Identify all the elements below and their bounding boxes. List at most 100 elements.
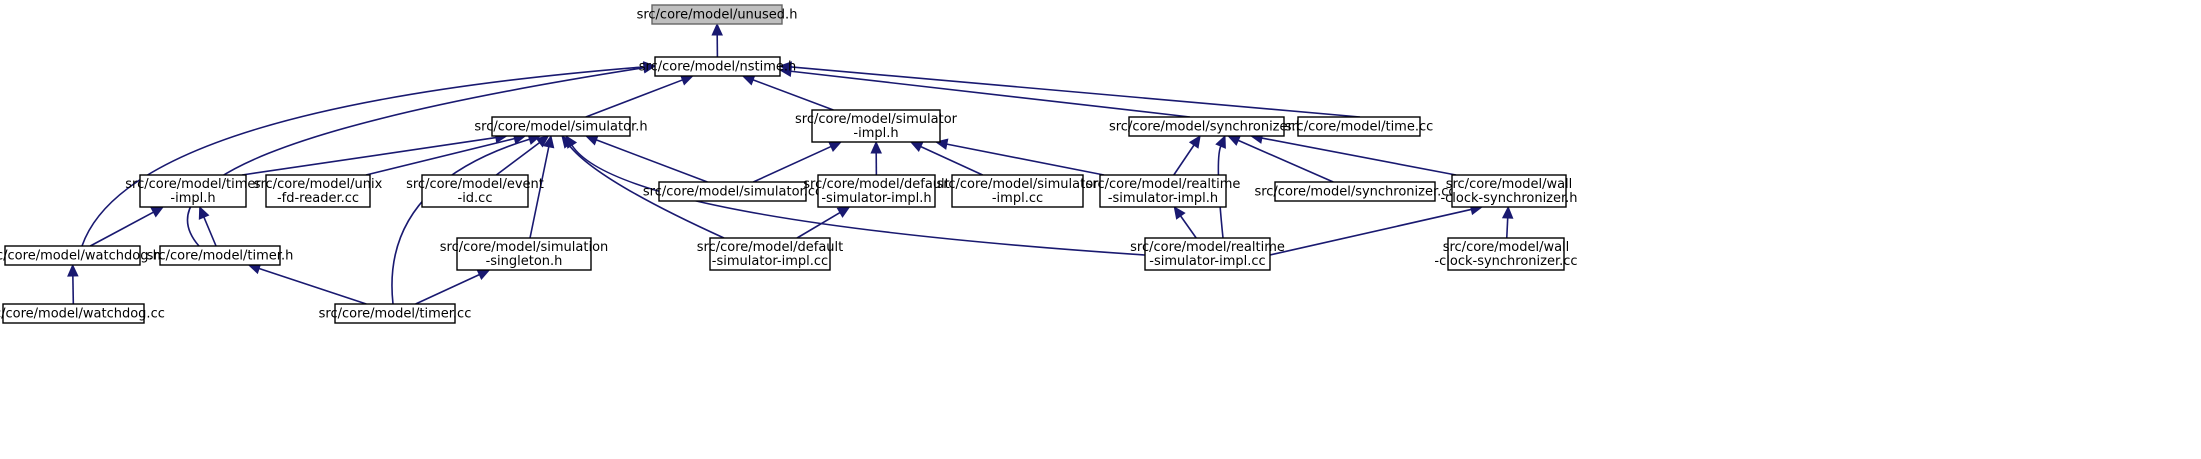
arrowhead <box>1501 205 1514 219</box>
node-label: -impl.h <box>170 191 215 206</box>
arrowhead <box>535 135 550 148</box>
node-label: src/core/model/watchdog.h <box>0 249 161 264</box>
node-label: src/core/model/simulator.h <box>474 120 647 135</box>
arrowhead <box>543 134 555 149</box>
edge-line <box>203 216 217 247</box>
edge-timer_h-to-timer_impl_h <box>198 205 217 247</box>
edge-simulator_impl_h-to-nstime <box>741 74 834 111</box>
node-box <box>334 303 456 324</box>
node-box <box>1274 181 1436 202</box>
node-simulator_impl_h[interactable]: src/core/model/simulator-impl.h <box>795 109 958 143</box>
node-box <box>951 174 1084 208</box>
node-timer_cc[interactable]: src/core/model/timer.cc <box>319 303 472 324</box>
edge-line <box>752 145 832 183</box>
node-label: src/core/model/time.cc <box>1285 120 1434 135</box>
arrowhead <box>870 140 882 154</box>
node-box <box>658 181 807 202</box>
node-nstime[interactable]: src/core/model/nstime.h <box>639 56 797 77</box>
node-box <box>1144 237 1271 271</box>
node-label: src/core/model/wall <box>1446 177 1573 192</box>
edge-line <box>391 138 530 305</box>
arrowhead <box>642 62 657 74</box>
edge-line <box>571 144 1146 256</box>
node-label: -singleton.h <box>486 254 563 269</box>
node-box <box>817 174 936 208</box>
node-box <box>651 4 783 25</box>
node-label: src/core/model/default <box>803 177 950 192</box>
node-label: src/core/model/timer.cc <box>319 307 472 322</box>
node-label: -clock-synchronizer.cc <box>1434 254 1577 269</box>
node-box <box>1297 116 1421 137</box>
node-label: src/core/model/timer <box>125 177 261 192</box>
node-box <box>265 174 371 208</box>
arrowhead <box>1173 206 1186 220</box>
edge-simulator_impl_cc-to-simulator_impl_h <box>909 141 984 176</box>
node-simulator_cc[interactable]: src/core/model/simulator.cc <box>643 181 822 202</box>
node-timer_impl_h[interactable]: src/core/model/timer-impl.h <box>125 174 261 208</box>
edge-timer_cc-to-timer_h <box>247 263 367 305</box>
arrowhead <box>198 205 210 220</box>
node-wall_cc[interactable]: src/core/model/wall-clock-synchronizer.c… <box>1434 237 1578 271</box>
node-label: src/core/model/synchronizer.cc <box>1254 185 1455 200</box>
node-label: src/core/model/synchronizer.h <box>1109 120 1304 135</box>
node-default_sim_cc[interactable]: src/core/model/default-simulator-impl.cc <box>697 237 844 271</box>
node-label: src/core/model/simulation <box>440 240 609 255</box>
edge-realtime_cc-to-realtime_h <box>1173 206 1197 239</box>
node-label: src/core/model/event <box>406 177 544 192</box>
edge-wall_cc-to-wall_h <box>1501 205 1514 239</box>
node-box <box>709 237 831 271</box>
node-timer_h[interactable]: src/core/model/timer.h <box>147 245 294 266</box>
node-synchronizer_cc[interactable]: src/core/model/synchronizer.cc <box>1254 181 1456 202</box>
node-simulator_impl_cc[interactable]: src/core/model/simulator-impl.cc <box>936 174 1099 208</box>
node-label: src/core/model/unix <box>254 177 383 192</box>
edge-nstime-to-unused <box>711 22 723 58</box>
edge-realtime_h-to-synchronizer_h <box>1173 134 1201 176</box>
node-event_id[interactable]: src/core/model/event-id.cc <box>406 174 544 208</box>
node-label: -fd-reader.cc <box>277 191 359 206</box>
node-label: src/core/model/nstime.h <box>639 60 797 75</box>
edge-watchdog_h-to-nstime <box>81 61 657 247</box>
node-label: -simulator-impl.cc <box>712 254 828 269</box>
edge-line <box>241 136 497 176</box>
edge-realtime_h-to-simulator_impl_h <box>934 138 1105 176</box>
node-simulator_h[interactable]: src/core/model/simulator.h <box>474 116 648 137</box>
edge-line <box>1179 215 1197 239</box>
edge-line <box>186 66 645 247</box>
node-wall_h[interactable]: src/core/model/wall-clock-synchronizer.h <box>1440 174 1578 208</box>
edge-line <box>415 273 480 305</box>
node-box <box>1099 174 1227 208</box>
node-time_cc[interactable]: src/core/model/time.cc <box>1285 116 1434 137</box>
node-box <box>4 245 141 266</box>
edge-line <box>796 211 841 239</box>
arrowhead <box>565 134 578 149</box>
node-box <box>491 116 631 137</box>
edge-line <box>596 139 708 183</box>
edge-timer_cc-to-sim_singleton <box>415 269 491 305</box>
node-label: -id.cc <box>458 191 493 206</box>
node-realtime_h[interactable]: src/core/model/realtime-simulator-impl.h <box>1086 174 1241 208</box>
node-watchdog_cc[interactable]: src/core/model/watchdog.cc <box>0 303 165 324</box>
node-unix_fd[interactable]: src/core/model/unix-fd-reader.cc <box>254 174 383 208</box>
node-box <box>159 245 281 266</box>
node-unused[interactable]: src/core/model/unused.h <box>637 4 798 25</box>
edge-wall_h-to-synchronizer_h <box>1249 132 1457 176</box>
edge-time_cc-to-nstime <box>778 61 1361 118</box>
edge-timer_impl_h-to-simulator_h <box>241 131 508 176</box>
node-realtime_cc[interactable]: src/core/model/realtime-simulator-impl.c… <box>1130 237 1285 271</box>
edge-line <box>529 146 550 239</box>
node-default_sim_h[interactable]: src/core/model/default-simulator-impl.h <box>803 174 950 208</box>
edge-line <box>495 141 541 176</box>
arrowhead <box>711 22 723 36</box>
node-label: src/core/model/realtime <box>1130 240 1285 255</box>
node-synchronizer_h[interactable]: src/core/model/synchronizer.h <box>1109 116 1304 137</box>
edge-timer_cc-to-simulator_h <box>391 133 542 305</box>
node-box <box>1451 174 1567 208</box>
edge-line <box>365 137 515 176</box>
node-label: -simulator-impl.h <box>1108 191 1218 206</box>
node-sim_singleton[interactable]: src/core/model/simulation-singleton.h <box>440 237 609 271</box>
edge-line <box>1261 137 1457 176</box>
node-box <box>1447 237 1565 271</box>
edge-default_sim_h-to-simulator_impl_h <box>870 140 882 176</box>
node-watchdog_h[interactable]: src/core/model/watchdog.h <box>0 245 161 266</box>
